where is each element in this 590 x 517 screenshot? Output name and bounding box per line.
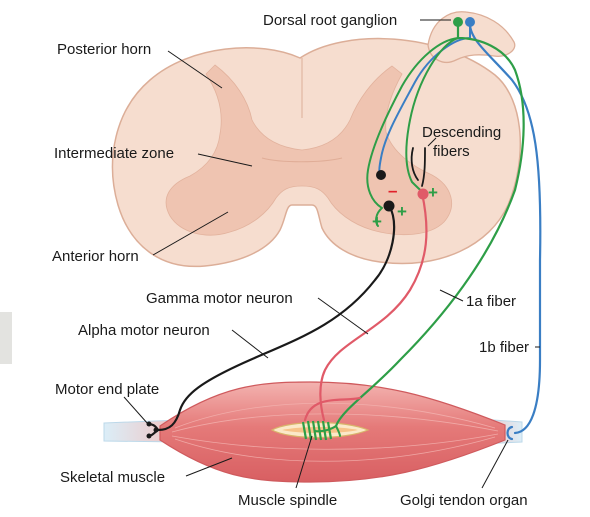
motor-end-plate-terminal-2 [146, 433, 152, 439]
label-muscle-spindle: Muscle spindle [238, 492, 337, 509]
excitatory-sign-center: + [397, 202, 407, 221]
motor-end-plate-terminal-1 [146, 421, 152, 427]
label-1a-fiber: 1a fiber [466, 293, 516, 310]
neuron-markers [146, 17, 475, 439]
label-alpha-motor-neuron: Alpha motor neuron [78, 322, 210, 339]
fiber-1b-root [378, 23, 471, 177]
interneuron-cell [376, 170, 386, 180]
skeletal-muscle-group [103, 381, 523, 483]
label-descending-fibers-line2: fibers [433, 143, 470, 160]
leader-golgi-tendon-organ [481, 439, 509, 489]
gamma-motor-neuron-cell [417, 188, 429, 200]
leader-lines [123, 19, 540, 489]
fiber-1a-path [334, 22, 525, 428]
alpha-motor-neuron-cell [383, 200, 395, 212]
fiber-1a-root [366, 37, 459, 227]
label-posterior-horn: Posterior horn [57, 41, 151, 58]
dorsal-root-ganglion-body [427, 11, 516, 63]
label-motor-end-plate: Motor end plate [55, 381, 159, 398]
central-canal-line [261, 157, 343, 163]
gamma-motor-neuron-path [303, 191, 428, 422]
label-golgi-tendon-organ: Golgi tendon organ [400, 492, 528, 509]
excitatory-sign-right: + [428, 183, 438, 202]
spinal-cord-gray-matter [165, 64, 452, 236]
ganglion-cell-1b [465, 17, 475, 27]
label-intermediate-zone: Intermediate zone [54, 145, 174, 162]
fiber-1b-path [468, 22, 542, 441]
leader-muscle-spindle [295, 435, 313, 489]
ganglion-cell-1a [453, 17, 463, 27]
leader-motor-end-plate [123, 396, 149, 425]
label-descending-fibers-line1: Descending [422, 124, 501, 141]
label-anterior-horn: Anterior horn [52, 248, 139, 265]
leader-1a-fiber [439, 289, 464, 302]
label-skeletal-muscle: Skeletal muscle [60, 469, 165, 486]
inhibitory-sign: – [388, 181, 397, 200]
label-gamma-motor-neuron: Gamma motor neuron [146, 290, 293, 307]
label-dorsal-root-ganglion: Dorsal root ganglion [263, 12, 397, 29]
leader-posterior-horn [167, 50, 223, 89]
leader-skeletal-muscle [185, 457, 233, 477]
labels: Dorsal root ganglion Posterior horn Inte… [52, 12, 529, 509]
leader-alpha-motor-neuron [231, 329, 269, 359]
leader-gamma-motor-neuron [317, 297, 369, 335]
descending-fibers-path [410, 147, 426, 187]
leader-anterior-horn [152, 211, 229, 256]
leader-intermediate-zone [197, 153, 253, 167]
fiber-1a-spindle-branch [314, 425, 341, 437]
spinal-cord [111, 37, 521, 268]
side-bar [0, 312, 12, 364]
label-1b-fiber: 1b fiber [479, 339, 529, 356]
muscle-striations [171, 402, 499, 462]
motor-end-plate-terminal-3 [153, 427, 159, 433]
leader-descending-fibers [427, 137, 437, 147]
excitatory-sign-left: + [372, 212, 382, 231]
